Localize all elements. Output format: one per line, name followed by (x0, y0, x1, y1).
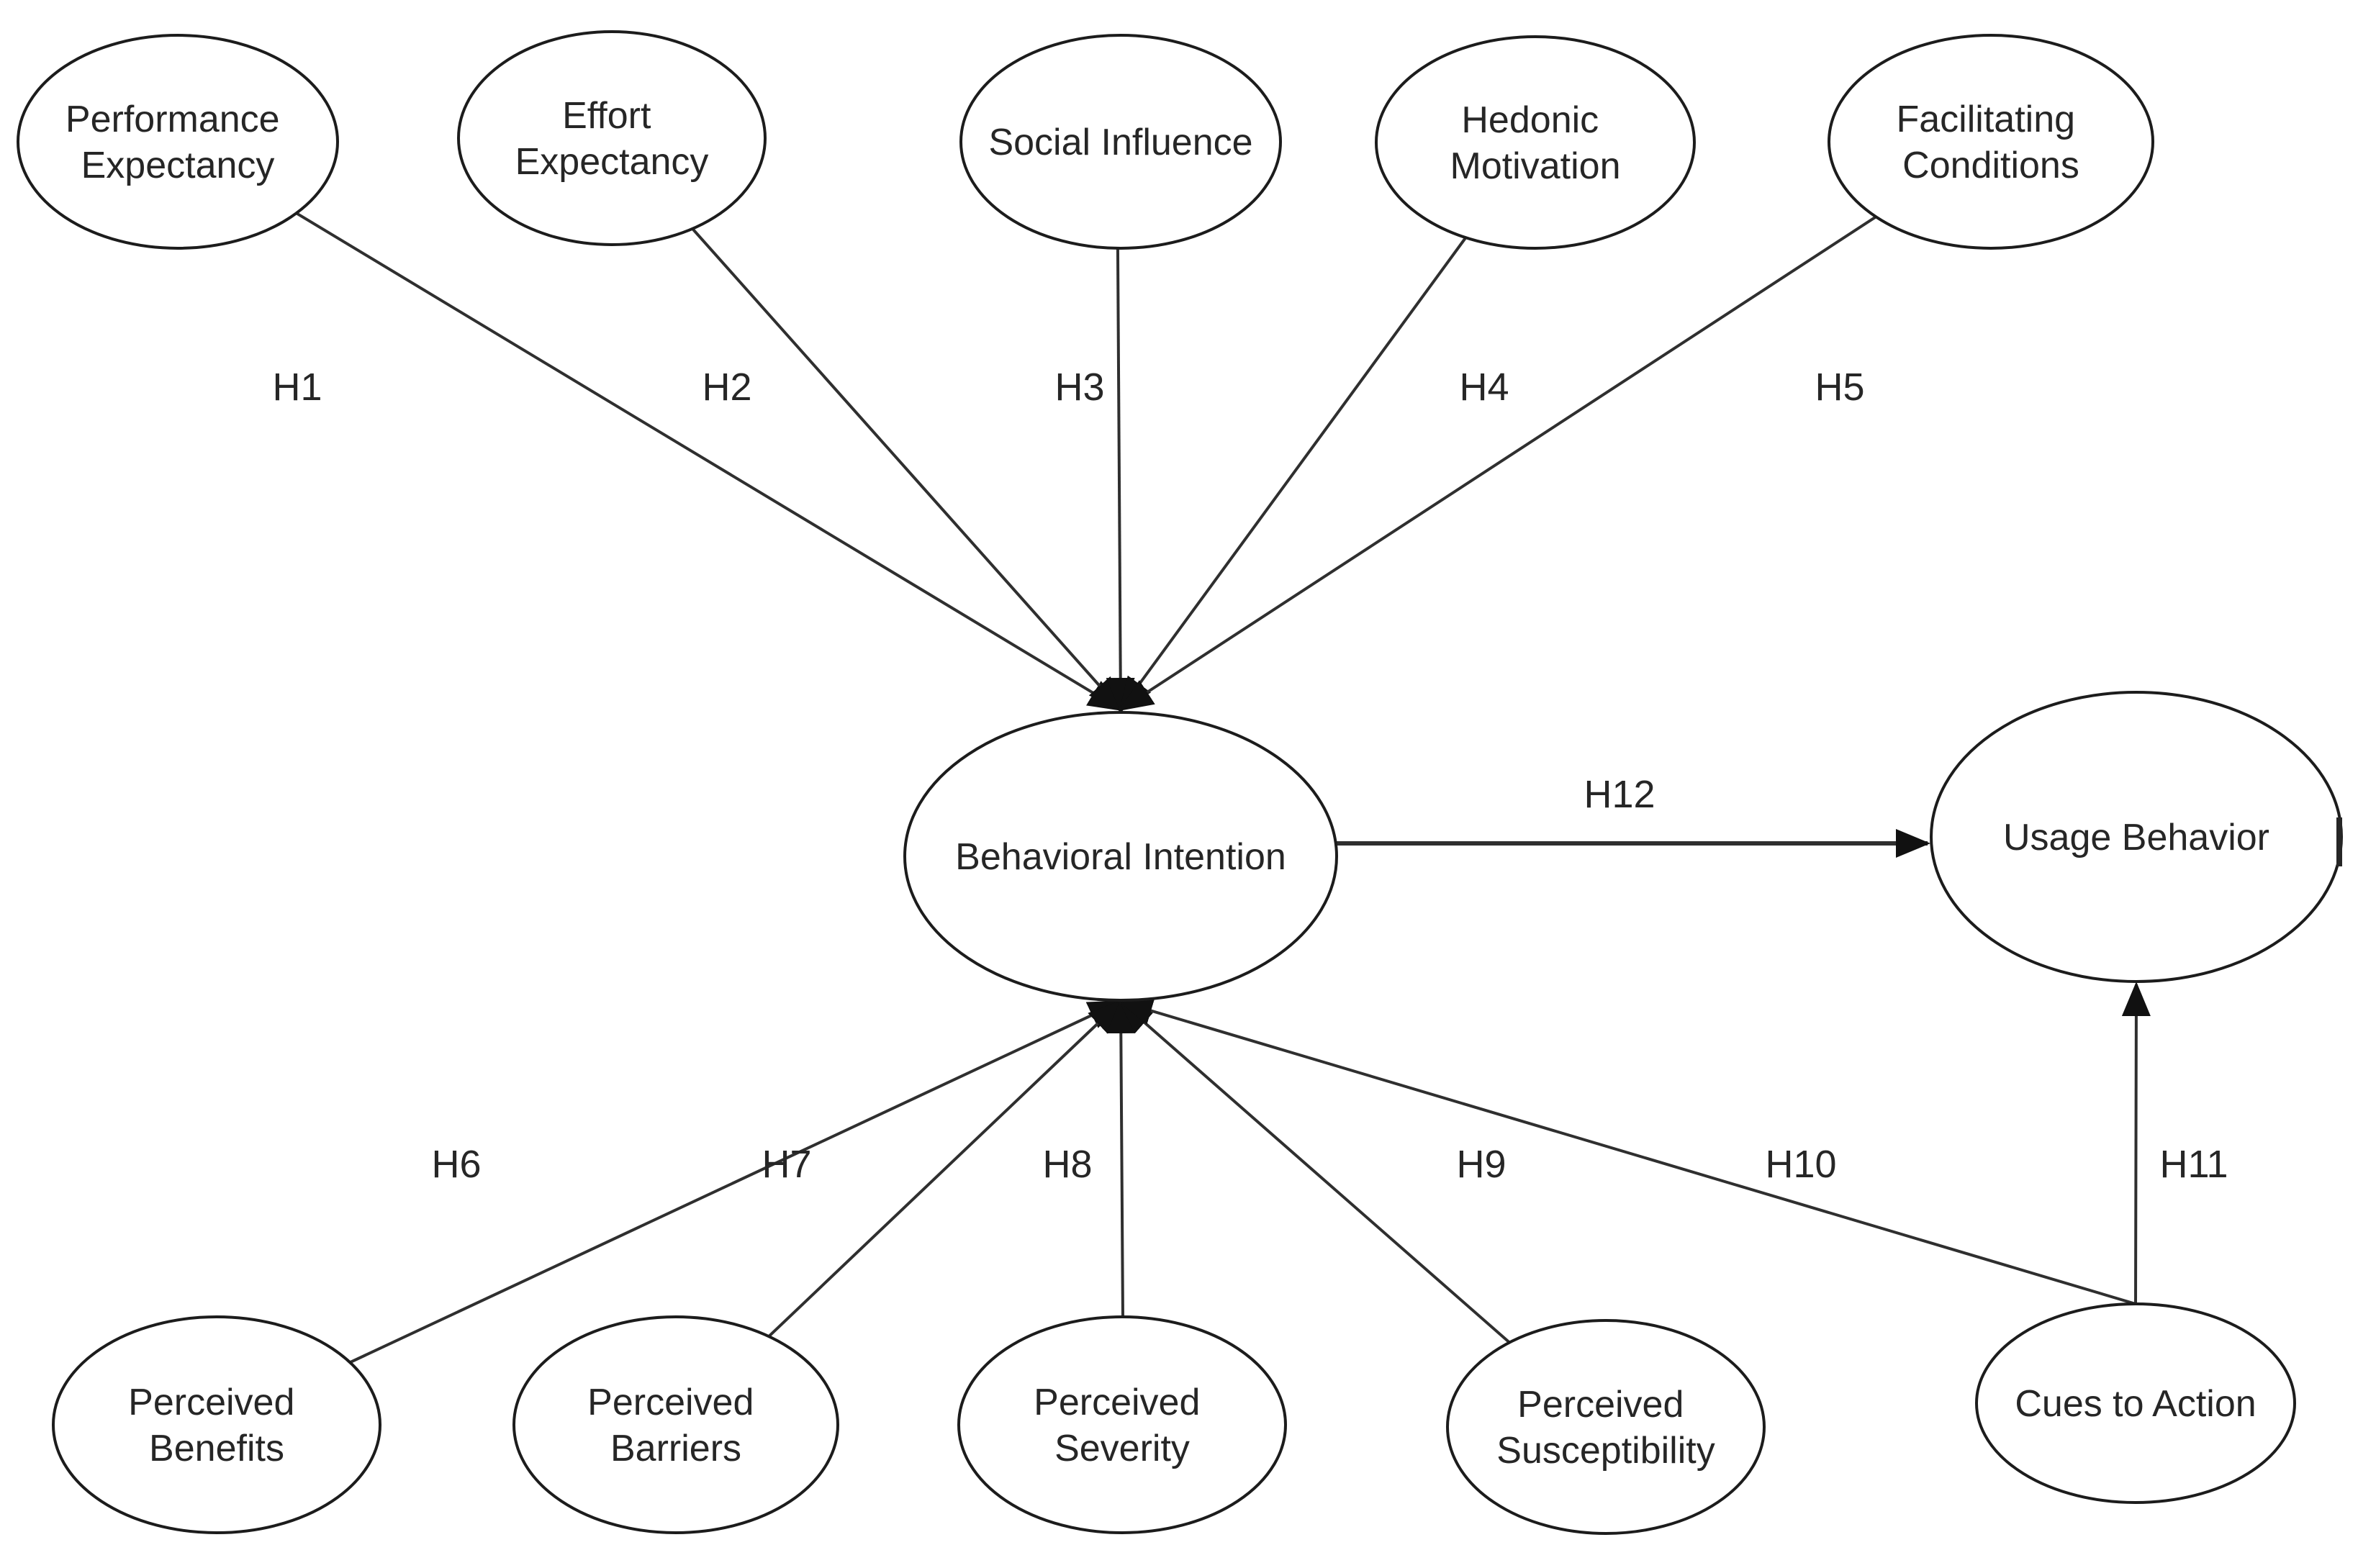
edge-label-h3: H3 (1054, 366, 1104, 409)
cues-to-action-ellipse (1975, 1302, 2296, 1504)
node-facilitating-conditions: Facilitating Conditions (1828, 34, 2154, 250)
social-influence-label: Social Influence (988, 122, 1252, 163)
node-performance-expectancy: Performance Expectancy (17, 34, 339, 250)
edge-label-h12: H12 (1584, 773, 1655, 816)
behavioral-intention-ellipse (903, 711, 1338, 1002)
edge-h2-effort-to-intention (610, 137, 1123, 712)
node-cues-to-action: Cues to Action (1975, 1302, 2296, 1504)
node-perceived-severity: Perceived Severity (957, 1315, 1287, 1534)
edge-label-h5: H5 (1815, 366, 1864, 409)
edge-label-h1: H1 (272, 366, 322, 409)
node-perceived-barriers: Perceived Barriers (512, 1315, 839, 1534)
facilitating-conditions-ellipse (1828, 34, 2154, 250)
edges-group (176, 137, 2151, 1428)
facilitating-conditions-label: Facilitating Conditions (1896, 99, 2085, 186)
social-influence-ellipse (959, 34, 1282, 250)
hedonic-motivation-ellipse (1375, 35, 1696, 250)
edge-label-h9: H9 (1456, 1143, 1506, 1186)
node-social-influence: Social Influence (959, 34, 1282, 250)
edge-h5-facilitating-to-intention (1118, 140, 1992, 712)
performance-expectancy-label: Performance Expectancy (66, 99, 290, 186)
edge-label-h8: H8 (1042, 1143, 1092, 1186)
perceived-severity-ellipse (957, 1315, 1287, 1534)
node-perceived-benefits: Perceived Benefits (52, 1315, 381, 1534)
effort-expectancy-ellipse (457, 30, 767, 246)
edge-h1-performance-to-intention (176, 140, 1124, 712)
perceived-benefits-label: Perceived Benefits (128, 1382, 305, 1469)
perceived-barriers-ellipse (512, 1315, 839, 1534)
edge-label-h4: H4 (1459, 366, 1509, 409)
usage-behavior-label: Usage Behavior (2003, 817, 2269, 858)
edge-label-h11: H11 (2159, 1143, 2228, 1186)
node-perceived-susceptibility: Perceived Susceptibility (1446, 1319, 1766, 1535)
behavioral-intention-label: Behavioral Intention (955, 836, 1286, 878)
edge-label-h7: H7 (762, 1143, 811, 1186)
perceived-susceptibility-label: Perceived Susceptibility (1496, 1384, 1715, 1472)
node-hedonic-motivation: Hedonic Motivation (1375, 35, 1696, 250)
hedonic-motivation-label: Hedonic Motivation (1450, 99, 1621, 187)
nodes-group: Performance Expectancy Effort Expectancy… (17, 30, 2343, 1535)
edge-label-h2: H2 (702, 366, 751, 409)
node-behavioral-intention: Behavioral Intention (903, 711, 1338, 1002)
edge-labels-group: H1 H2 H3 H4 H5 H6 H7 H8 H9 H10 H11 H12 (272, 366, 2228, 1186)
edge-h10-cues-to-intention (1118, 997, 2136, 1305)
node-effort-expectancy: Effort Expectancy (457, 30, 767, 246)
edge-label-h6: H6 (431, 1143, 481, 1186)
cues-to-action-label: Cues to Action (2015, 1383, 2256, 1425)
edge-label-h10: H10 (1765, 1143, 1836, 1186)
performance-expectancy-ellipse (17, 34, 339, 250)
perceived-severity-label: Perceived Severity (1034, 1382, 1211, 1469)
perceived-susceptibility-ellipse (1446, 1319, 1766, 1535)
edge-h6-benefits-to-intention (216, 1000, 1124, 1426)
effort-expectancy-label: Effort Expectancy (515, 95, 709, 183)
perceived-barriers-label: Perceived Barriers (587, 1382, 764, 1469)
node-usage-behavior: Usage Behavior (1930, 691, 2343, 983)
perceived-benefits-ellipse (52, 1315, 381, 1534)
